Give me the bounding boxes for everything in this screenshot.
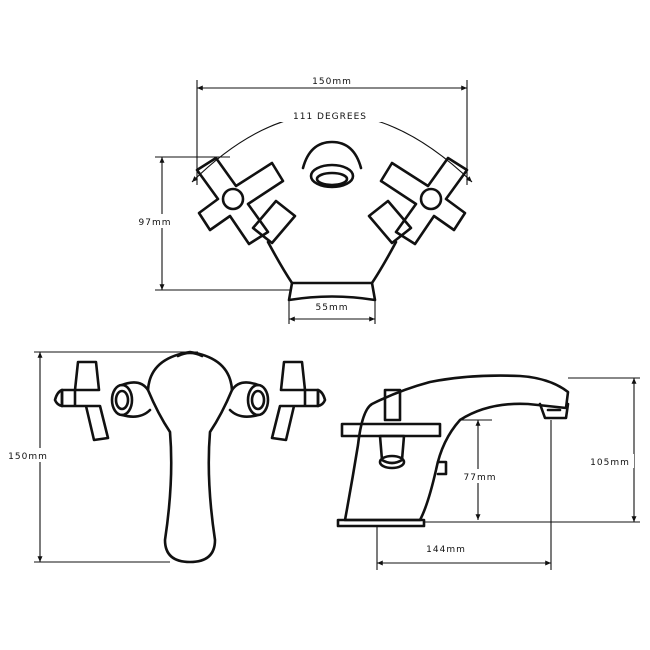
front-height-label: 150mm [8,452,48,462]
angle-label-backdrop [278,108,388,122]
top-body-outline [266,240,398,285]
total-height-label: 105mm [590,458,630,468]
reach-label: 144mm [426,545,466,555]
front-left-valve-neck [120,381,152,418]
top-spout-aerator [315,171,349,187]
side-handle-crossbar [340,422,442,438]
side-hub-ring [378,454,406,470]
spout-height-label-backdrop [460,469,500,483]
top-right-cross-handle [379,156,469,246]
side-spout-nozzle [538,402,570,420]
angle-label: 111 DEGREES [293,112,367,122]
top-view: 150mm 111 DEGREES 97mm 55mm [135,77,473,324]
side-spout-body [343,374,570,522]
top-right-handle-hub [419,187,443,211]
top-spout [301,140,363,170]
side-view: 77mm 105mm 144mm [336,374,640,570]
top-left-handle-hub [221,187,245,211]
top-height-label-backdrop [135,214,175,228]
top-spout-outlet [309,163,355,189]
front-right-hub-inner [250,389,266,411]
front-view: 150mm [5,350,327,564]
front-left-handle-tip [53,388,64,408]
top-base-plate [287,281,377,302]
top-height-label: 97mm [139,218,172,228]
front-right-valve-neck [228,381,260,418]
top-left-valve-body [251,199,297,245]
top-left-cross-handle [195,156,285,246]
side-base-plate [336,518,426,528]
front-height-label-backdrop [5,448,51,462]
front-spout-body [146,350,234,564]
front-spout-top-detail [176,351,204,358]
front-left-hub-inner [114,389,130,411]
front-right-handle-tip [316,388,327,408]
front-left-cross-handle [60,360,110,442]
side-connector [436,460,448,476]
top-right-valve-body [367,199,413,245]
side-handle-stem [383,388,402,422]
spout-height-label: 77mm [464,473,497,483]
total-height-label-backdrop [588,454,634,468]
front-right-cross-handle [270,360,320,442]
top-width-label: 150mm [312,77,352,87]
base-width-label: 55mm [316,303,349,313]
